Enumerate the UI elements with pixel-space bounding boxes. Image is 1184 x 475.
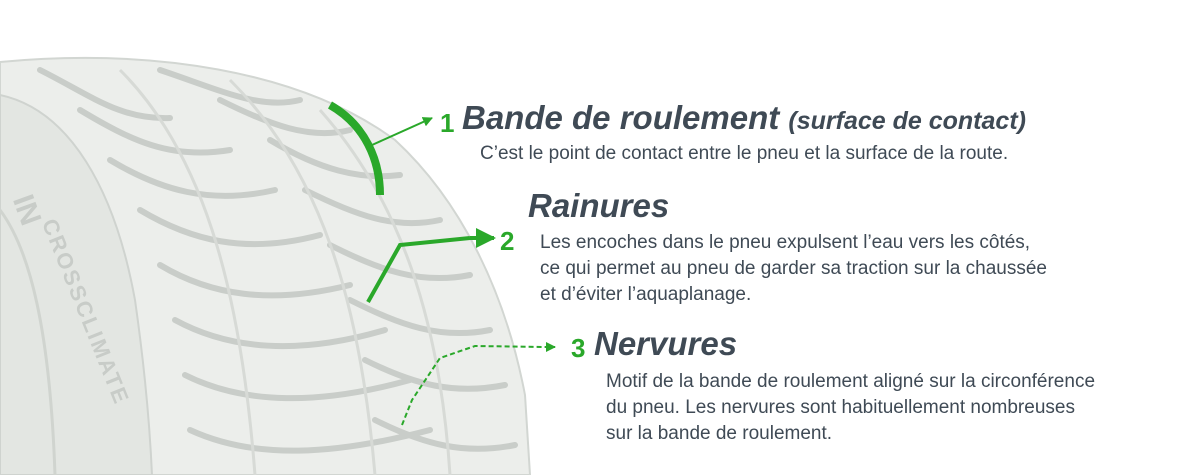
heading-tread: Bande de roulement (surface de contact) <box>462 99 1026 137</box>
rib-highlight <box>401 344 546 426</box>
tire-sidewall <box>0 93 154 475</box>
heading-grooves: Rainures <box>528 187 670 224</box>
arrow-1 <box>371 117 433 146</box>
label-number-2: 2 <box>500 226 515 256</box>
description-line: sur la bande de roulement. <box>606 423 833 444</box>
description-line: Motif de la bande de roulement aligné su… <box>606 371 1096 392</box>
description-ribs: Motif de la bande de roulement aligné su… <box>606 369 1095 447</box>
label-number-1: 1 <box>440 108 455 138</box>
description-line: Les encoches dans le pneu expulsent l’ea… <box>540 232 1031 253</box>
description-grooves: Les encoches dans le pneu expulsent l’ea… <box>540 230 1047 308</box>
groove-highlight <box>366 236 471 303</box>
description-line: ce qui permet au pneu de garder sa tract… <box>540 258 1047 279</box>
contact-surface-highlight <box>327 101 384 196</box>
description-line: C’est le point de contact entre le pneu … <box>480 143 1009 164</box>
rim-edge <box>0 209 57 475</box>
label-number-3: 3 <box>571 333 586 363</box>
heading-ribs: Nervures <box>594 325 738 362</box>
description-line: et d’éviter l’aquaplanage. <box>540 284 752 305</box>
description-tread: C’est le point de contact entre le pneu … <box>480 141 1008 167</box>
heading-tread-subtitle: (surface de contact) <box>788 107 1026 135</box>
tread-pattern <box>37 67 518 454</box>
heading-tread-title: Bande de roulement <box>462 99 780 136</box>
description-line: du pneu. Les nervures sont habituellemen… <box>606 397 1075 418</box>
